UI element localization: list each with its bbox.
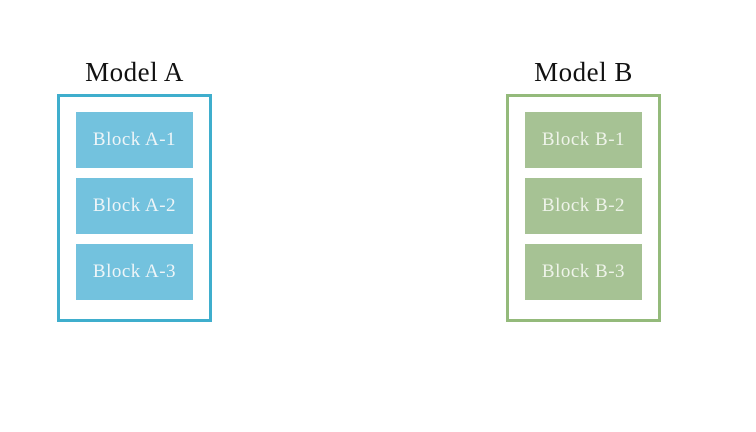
model-b-group: Model B Block B-1 Block B-2 Block B-3 xyxy=(506,0,661,432)
block-b-2: Block B-2 xyxy=(525,178,642,234)
block-b-2-label: Block B-2 xyxy=(541,195,626,216)
block-a-2-label: Block A-2 xyxy=(92,195,177,216)
block-a-1: Block A-1 xyxy=(76,112,193,168)
model-a-container: Block A-1 Block A-2 Block A-3 xyxy=(57,94,212,322)
block-b-1-label: Block B-1 xyxy=(541,129,626,150)
model-a-group: Model A Block A-1 Block A-2 Block A-3 xyxy=(57,0,212,432)
block-a-3-label: Block A-3 xyxy=(92,261,177,282)
block-a-1-label: Block A-1 xyxy=(92,129,177,150)
model-a-title: Model A xyxy=(85,57,184,87)
block-a-3: Block A-3 xyxy=(76,244,193,300)
block-b-3-label: Block B-3 xyxy=(541,261,626,282)
block-b-3: Block B-3 xyxy=(525,244,642,300)
model-b-container: Block B-1 Block B-2 Block B-3 xyxy=(506,94,661,322)
block-a-2: Block A-2 xyxy=(76,178,193,234)
model-b-title: Model B xyxy=(534,57,633,87)
block-b-1: Block B-1 xyxy=(525,112,642,168)
